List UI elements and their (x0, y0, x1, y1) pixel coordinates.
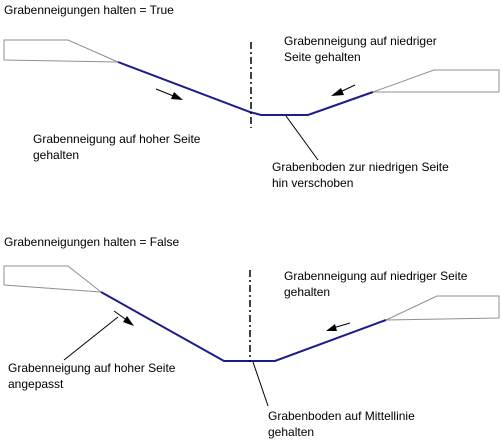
left-embankment-outline-1 (3, 39, 119, 63)
scenario-title-2: Grabenneigungen halten = False (4, 235, 180, 249)
left-embankment-outline-2 (3, 265, 103, 293)
scenario-false (3, 265, 500, 407)
label-high-side-2-line-1: Grabenneigung auf hoher Seite (8, 361, 176, 375)
label-high-side-1-line-2: gehalten (33, 148, 80, 162)
trench-profile-2 (100, 291, 387, 362)
scenario-title-1: Grabenneigungen halten = True (4, 3, 174, 17)
right-embankment-outline-2 (385, 295, 500, 321)
scenario-true (3, 39, 500, 161)
label-high-side-1-line-1: Grabenneigung auf hoher Seite (33, 132, 201, 146)
label-low-side-2-line-1: Grabenneigung auf niedriger Seite (284, 269, 468, 283)
right-embankment-outline-1 (372, 69, 500, 93)
label-bottom-2: Grabenboden auf Mittellinie gehalten (268, 408, 415, 440)
arrow-high-side-1 (155, 88, 183, 100)
label-low-side-2: Grabenneigung auf niedriger Seite gehalt… (284, 268, 467, 300)
arrow-low-side-2 (326, 322, 351, 331)
arrow-high-side-2 (113, 310, 134, 326)
label-low-side-1-line-2: Seite gehalten (284, 50, 361, 64)
trench-profile-1 (117, 61, 374, 116)
label-high-side-2: Grabenneigung auf hoher Seite angepasst (8, 360, 175, 392)
arrow-low-side-1 (331, 84, 356, 96)
label-bottom-2-line-2: gehalten (268, 425, 315, 439)
label-low-side-2-line-2: gehalten (284, 285, 331, 299)
label-bottom-1-line-2: hin verschoben (272, 176, 354, 190)
label-high-side-2-line-2: angepasst (8, 377, 64, 391)
leader-bottom-1 (285, 115, 319, 161)
label-low-side-1-line-1: Grabenneigung auf niedriger (284, 34, 437, 48)
leader-bottom-2 (252, 361, 269, 407)
label-bottom-1-line-1: Grabenboden zur niedrigen Seite (272, 160, 449, 174)
label-bottom-2-line-1: Grabenboden auf Mittellinie (268, 409, 415, 423)
label-bottom-1: Grabenboden zur niedrigen Seite hin vers… (272, 159, 449, 191)
label-high-side-1: Grabenneigung auf hoher Seite gehalten (33, 131, 200, 163)
leader-high-side-2 (63, 316, 119, 361)
label-low-side-1: Grabenneigung auf niedriger Seite gehalt… (284, 33, 437, 65)
